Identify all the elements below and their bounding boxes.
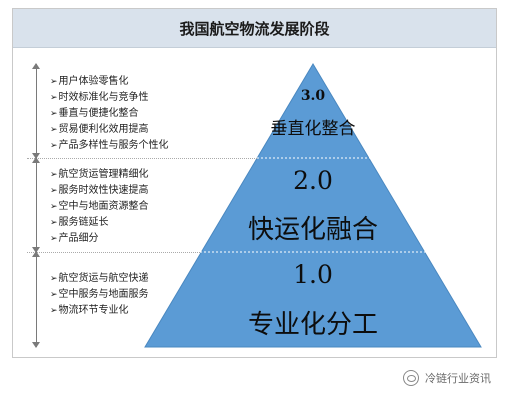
stage2-version: 2.0: [293, 166, 333, 195]
stage1-bullets: 航空货运与航空快递 空中服务与地面服务 物流环节专业化: [50, 271, 149, 319]
left-separator-bottom: [27, 252, 200, 253]
list-item: 产品多样性与服务个性化: [50, 138, 169, 154]
stage2-name: 快运化融合: [247, 215, 378, 245]
list-item: 物流环节专业化: [50, 303, 149, 319]
list-item: 航空货运管理精细化: [50, 167, 149, 183]
diagram-title: 我国航空物流发展阶段: [179, 19, 330, 38]
list-item: 空中服务与地面服务: [50, 287, 149, 303]
wechat-icon: [403, 370, 419, 386]
left-separator-top: [27, 158, 257, 159]
stage2-bracket: [32, 157, 42, 253]
stage1-version: 1.0: [293, 260, 333, 289]
list-item: 空中与地面资源整合: [50, 199, 149, 215]
list-item: 垂直与便捷化整合: [50, 106, 169, 122]
list-item: 用户体验零售化: [50, 74, 169, 90]
stage3-bullets: 用户体验零售化 时效标准化与竞争性 垂直与便捷化整合 贸易便利化效用提高 产品多…: [50, 74, 169, 154]
stage1-name: 专业化分工: [247, 310, 378, 340]
watermark: 冷链行业资讯: [403, 370, 491, 386]
stage3-bracket: [32, 63, 42, 159]
stage1-bracket: [32, 251, 42, 348]
stage3-version: 3.0: [300, 88, 326, 104]
pyramid-shape: [144, 63, 482, 348]
title-bar: 我国航空物流发展阶段: [13, 9, 496, 48]
list-item: 服务时效性快速提高: [50, 183, 149, 199]
list-item: 贸易便利化效用提高: [50, 122, 169, 138]
list-item: 航空货运与航空快递: [50, 271, 149, 287]
watermark-text: 冷链行业资讯: [425, 372, 491, 385]
list-item: 服务链延长: [50, 215, 149, 231]
stage2-bullets: 航空货运管理精细化 服务时效性快速提高 空中与地面资源整合 服务链延长 产品细分: [50, 167, 149, 247]
list-item: 产品细分: [50, 231, 149, 247]
stage3-name: 垂直化整合: [270, 119, 356, 139]
list-item: 时效标准化与竞争性: [50, 90, 169, 106]
